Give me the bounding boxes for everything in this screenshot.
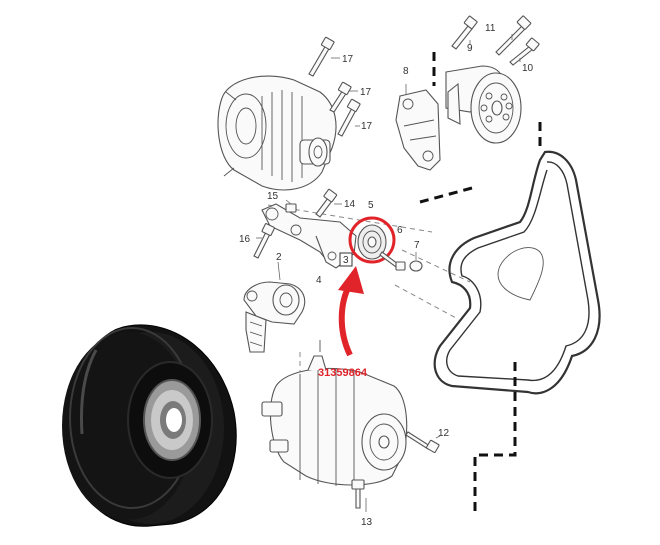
callout-17c: 17 — [361, 121, 373, 132]
pump-bracket — [395, 84, 441, 171]
alternator — [217, 75, 337, 191]
callout-3: 3 — [343, 255, 349, 266]
ac-compressor — [261, 340, 408, 486]
pump-bolts — [451, 15, 540, 66]
callout-17b: 17 — [360, 87, 372, 98]
callout-labels: 2 3 4 5 6 7 8 9 10 11 12 13 14 15 16 17 … — [239, 23, 534, 528]
tensioner-bracket — [261, 203, 357, 269]
highlight-circle — [348, 216, 396, 264]
bolt-6 — [379, 251, 406, 271]
callout-12: 12 — [438, 428, 450, 439]
callout-6: 6 — [397, 225, 403, 236]
drive-belt — [433, 150, 601, 395]
callout-4: 4 — [316, 275, 322, 286]
callout-8: 8 — [403, 66, 409, 77]
idler-pulley-highlight — [348, 216, 396, 264]
callout-7: 7 — [414, 240, 420, 251]
callout-3-box — [339, 252, 353, 267]
power-steering-pump — [445, 65, 522, 144]
part-number: 31359864 — [318, 367, 368, 379]
bolt-13 — [351, 479, 367, 512]
bolt-16 — [253, 223, 275, 259]
callout-9: 9 — [467, 43, 473, 54]
bolt-12 — [405, 431, 441, 454]
callout-14: 14 — [344, 199, 356, 210]
callout-15: 15 — [267, 191, 279, 202]
bolt-14 — [315, 188, 342, 218]
callout-11: 11 — [485, 23, 496, 34]
bolt-15 — [285, 199, 297, 213]
bolt-7 — [409, 252, 423, 272]
belt-tensioner — [243, 261, 306, 353]
callout-13: 13 — [361, 517, 373, 528]
callout-10: 10 — [522, 63, 534, 74]
callout-5: 5 — [368, 200, 374, 211]
callout-2: 2 — [276, 252, 282, 263]
pulley-photo — [62, 324, 237, 527]
red-arrow — [338, 266, 364, 357]
callout-16: 16 — [239, 234, 251, 245]
callout-17a: 17 — [342, 54, 354, 65]
alternator-bolts — [308, 36, 361, 137]
